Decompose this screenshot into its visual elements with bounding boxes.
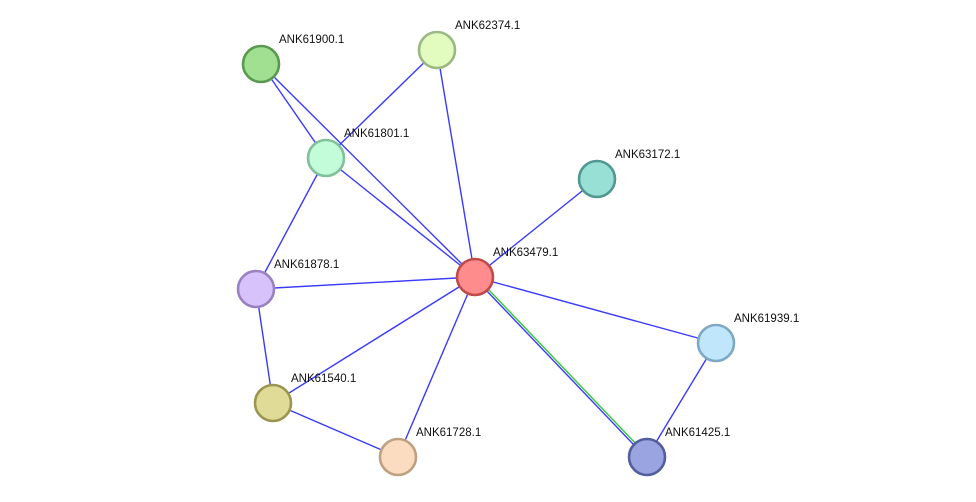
node-circle[interactable] [306, 138, 346, 178]
node-ANK61728.1[interactable]: ANK61728.1 [378, 427, 481, 477]
node-circle[interactable] [253, 383, 293, 423]
edges-layer [255, 49, 717, 459]
node-circle[interactable] [417, 30, 457, 70]
node-label: ANK61540.1 [291, 373, 356, 385]
node-label: ANK61801.1 [344, 128, 409, 140]
edge-ANK63172.1-ANK63479.1 [474, 178, 598, 278]
node-circle[interactable] [236, 269, 276, 309]
edge-ANK61425.1-ANK63479.1 [473, 277, 647, 459]
node-circle[interactable] [241, 44, 281, 84]
edge-ANK62374.1-ANK63479.1 [436, 49, 476, 278]
edge-ANK61801.1-ANK63479.1 [325, 157, 476, 278]
edge-ANK61939.1-ANK61425.1 [646, 342, 717, 458]
node-label: ANK61425.1 [665, 427, 730, 439]
node-label: ANK62374.1 [455, 20, 520, 32]
edge-ANK61878.1-ANK63479.1 [255, 276, 476, 290]
nodes-layer: ANK63479.1 ANK61900.1 ANK62374.1ANK61801.1… [236, 20, 799, 477]
node-label: ANK61728.1 [416, 427, 481, 439]
node-circle[interactable] [696, 323, 736, 363]
node-label: ANK63479.1 [493, 247, 558, 259]
edge-ANK61801.1-ANK61878.1 [255, 157, 327, 290]
node-label: ANK61878.1 [274, 259, 339, 271]
node-ANK61801.1[interactable]: ANK61801.1 [306, 128, 409, 178]
node-ANK62374.1[interactable]: ANK62374.1 [417, 20, 520, 70]
node-ANK61900.1[interactable]: ANK61900.1 [241, 34, 344, 84]
edge-ANK61425.1-ANK63479.1 [475, 275, 649, 457]
node-ANK61878.1[interactable]: ANK61878.1 [236, 259, 339, 309]
node-label: ANK63172.1 [615, 149, 680, 161]
edge-ANK62374.1-ANK61801.1 [325, 49, 438, 159]
edge-ANK61540.1-ANK63479.1 [272, 276, 476, 404]
node-ANK61939.1[interactable]: ANK61939.1 [696, 313, 799, 363]
node-ANK61425.1[interactable]: ANK61425.1 [627, 427, 730, 477]
node-ANK63479.1[interactable]: ANK63479.1 [455, 247, 558, 297]
edge-ANK61939.1-ANK63479.1 [474, 276, 717, 344]
node-label: ANK61939.1 [734, 313, 799, 325]
edge-ANK61728.1-ANK63479.1 [397, 276, 476, 458]
node-circle[interactable] [378, 437, 418, 477]
node-ANK61540.1[interactable]: ANK61540.1 [253, 373, 356, 423]
edge-ANK61900.1-ANK63479.1 [260, 63, 476, 278]
node-circle[interactable] [627, 437, 667, 477]
node-circle[interactable] [455, 257, 495, 297]
node-circle[interactable] [577, 159, 617, 199]
node-ANK63172.1[interactable]: ANK63172.1 [577, 149, 680, 199]
node-label: ANK61900.1 [279, 34, 344, 46]
edge-ANK61540.1-ANK61728.1 [272, 402, 399, 458]
